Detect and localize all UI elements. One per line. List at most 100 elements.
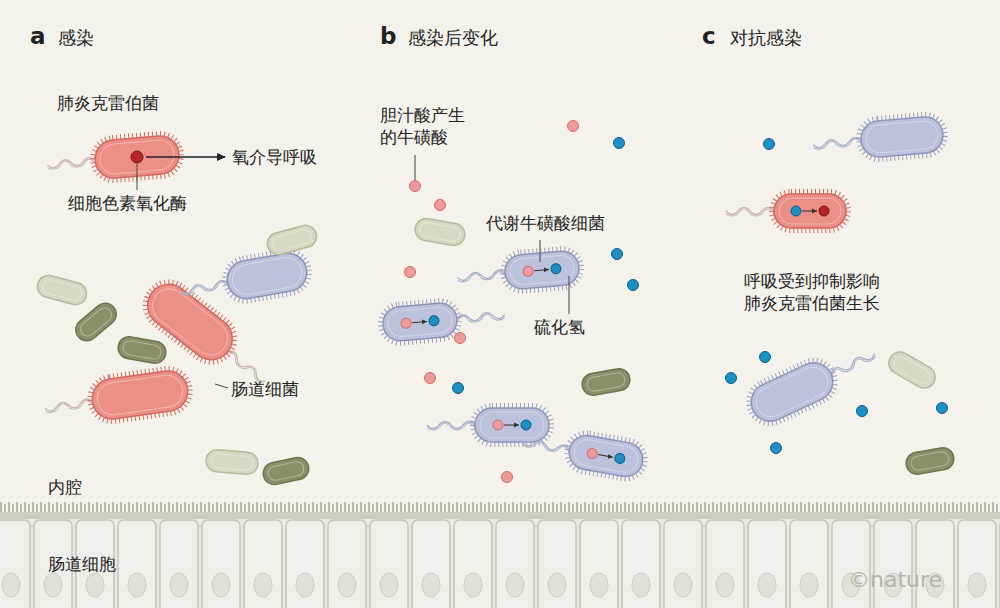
flagellum xyxy=(47,159,95,170)
epithelial-cell xyxy=(958,520,996,608)
taurine xyxy=(493,420,503,430)
hydrogen-sulfide xyxy=(429,315,440,326)
pili xyxy=(473,406,551,444)
epithelial-cell xyxy=(916,520,954,608)
leader-lines xyxy=(137,155,569,388)
cell-body xyxy=(904,446,955,476)
taurine xyxy=(455,333,466,344)
hydrogen-sulfide xyxy=(937,403,948,414)
cell-highlight xyxy=(387,306,453,337)
cell-body xyxy=(71,299,120,345)
taurine xyxy=(586,448,598,460)
bacterium xyxy=(427,406,551,444)
flagellum xyxy=(457,271,505,282)
hydrogen-sulfide xyxy=(764,139,775,150)
cell-body xyxy=(774,194,846,228)
cell-nucleus xyxy=(380,573,398,597)
cell-body xyxy=(413,217,466,247)
cell-body xyxy=(745,357,839,428)
bacterium xyxy=(379,296,506,345)
panel-letter: c xyxy=(702,22,716,52)
panel-title: 感染后变化 xyxy=(408,26,498,49)
cell-body xyxy=(885,348,939,392)
cell-highlight xyxy=(41,278,83,302)
leader-line xyxy=(540,240,541,262)
epithelial-cell xyxy=(244,520,282,608)
cell-body xyxy=(567,433,646,479)
taurine xyxy=(410,181,421,192)
hydrogen-sulfide xyxy=(551,263,562,274)
bacterium xyxy=(71,299,120,345)
panel-title: 对抗感染 xyxy=(730,26,802,49)
bacterium xyxy=(42,366,193,430)
taurine xyxy=(401,318,412,329)
taurine xyxy=(435,200,446,211)
panel-letter: a xyxy=(30,22,46,52)
epithelial-cell xyxy=(580,520,618,608)
molecule-label: 硫化氢 xyxy=(534,316,585,338)
conversion-arrow xyxy=(412,321,427,322)
cytochrome-oxidase xyxy=(131,151,143,163)
bacterium xyxy=(413,217,466,247)
cell-highlight xyxy=(891,354,933,386)
flagellum xyxy=(813,139,861,150)
pili xyxy=(742,354,841,430)
cell-highlight xyxy=(271,228,313,252)
cell-nucleus xyxy=(296,573,314,597)
cell-nucleus xyxy=(2,573,20,597)
bacteria-label: 肠道细菌 xyxy=(231,378,299,400)
epithelial-cell xyxy=(286,520,324,608)
conversion-arrow xyxy=(534,269,549,270)
bacterium xyxy=(812,113,947,164)
brush-border xyxy=(0,512,1000,519)
cell-body xyxy=(224,250,309,301)
bacteria xyxy=(35,113,956,486)
hydrogen-sulfide xyxy=(521,420,531,430)
flagellum xyxy=(726,209,774,216)
panel-title: 感染 xyxy=(58,26,94,49)
bacterium xyxy=(519,423,648,482)
hydrogen-sulfide xyxy=(857,406,868,417)
cell-nucleus xyxy=(506,573,524,597)
pili xyxy=(857,113,946,160)
epithelial-cell xyxy=(706,520,744,608)
cell-body xyxy=(475,408,549,442)
conversion-arrow xyxy=(504,425,519,426)
cell-highlight xyxy=(95,373,185,417)
cell-nucleus xyxy=(674,573,692,597)
enzyme-label: 细胞色素氧化酶 xyxy=(68,192,187,214)
cell-nucleus xyxy=(422,573,440,597)
cell-nucleus xyxy=(632,573,650,597)
cell-highlight xyxy=(865,120,939,154)
cell-highlight xyxy=(210,453,253,471)
cell-highlight xyxy=(78,305,115,339)
cell-body xyxy=(261,455,311,486)
epithelial-cell xyxy=(370,520,408,608)
epithelial-cell xyxy=(790,520,828,608)
leader-line xyxy=(569,276,570,314)
bacteria-label: 代谢牛磺酸细菌 xyxy=(486,212,605,234)
region-label: 肠道细胞 xyxy=(48,553,116,575)
molecule-label: 胆汁酸产生 的牛磺酸 xyxy=(380,104,492,148)
organism-label: 肺炎克雷伯菌 xyxy=(57,92,159,114)
flagellum xyxy=(45,400,94,414)
epithelial-cell xyxy=(328,520,366,608)
bacterium xyxy=(580,367,631,397)
cell-highlight xyxy=(230,255,304,297)
taurine xyxy=(568,121,579,132)
cell-highlight xyxy=(751,362,833,421)
hydrogen-sulfide xyxy=(726,373,737,384)
pili xyxy=(222,248,312,304)
cell-body xyxy=(580,367,631,397)
cell-nucleus xyxy=(464,573,482,597)
hydrogen-sulfide xyxy=(628,280,639,291)
epithelial-cell xyxy=(748,520,786,608)
cell-nucleus xyxy=(716,573,734,597)
epithelial-cell xyxy=(118,520,156,608)
intestinal-epithelium xyxy=(0,503,1000,608)
bacterium xyxy=(456,248,583,297)
cell-body xyxy=(205,449,259,475)
epithelial-cell xyxy=(664,520,702,608)
flagellum xyxy=(830,352,876,379)
cell-body xyxy=(35,273,89,307)
